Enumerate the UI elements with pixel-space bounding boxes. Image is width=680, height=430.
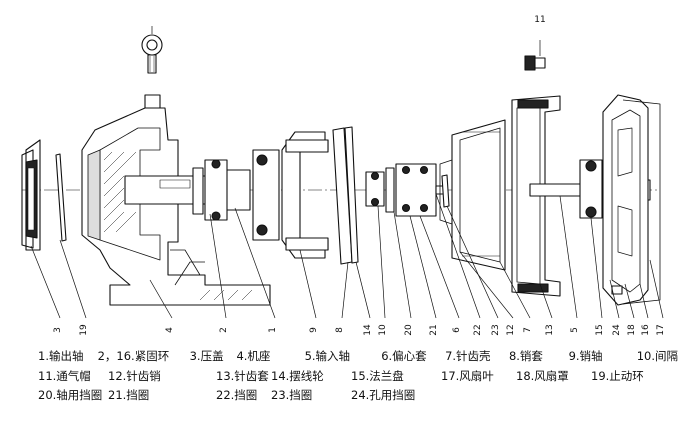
legend-item: 20.轴用挡圈 [38, 388, 103, 402]
legend-item: 22.挡圈 [216, 388, 258, 402]
callout-number: 14 [363, 324, 373, 336]
callout-number: 19 [79, 324, 89, 336]
legend-item: 3.压盖 [189, 349, 224, 363]
parts-legend: 1.输出轴 2，16.紧固环 3.压盖 4.机座 5.输入轴 6.偏心套 7.针… [38, 347, 678, 406]
callout-number: 1 [268, 327, 278, 333]
callout-number: 20 [404, 324, 414, 336]
legend-item: 6.偏心套 [381, 349, 427, 363]
callout-number: 11 [534, 15, 545, 25]
part-gland-cover [21, 139, 41, 251]
leader-lines [30, 193, 664, 319]
callout-number: 23 [491, 324, 501, 335]
callout-number: 24 [612, 324, 622, 336]
callout-number: 10 [378, 324, 388, 336]
part-fan-cover [602, 94, 661, 306]
legend-row-3: 20.轴用挡圈 21.挡圈 22.挡圈 23.挡圈 24.孔用挡圈 [38, 386, 678, 406]
legend-item: 4.机座 [236, 349, 271, 363]
callout-number: 12 [506, 324, 516, 335]
part-pin-sleeve-plate [332, 126, 359, 265]
legend-item: 13.针齿套 [216, 368, 269, 383]
legend-item: 9.销轴 [568, 349, 603, 363]
callout-number: 2 [219, 327, 229, 333]
legend-row-2: 11.通气帽 12.针齿销 13.针齿套 14.摆线轮 15.法兰盘 17.风扇… [38, 367, 678, 387]
legend-item: 23.挡圈 [271, 388, 313, 402]
callout-number: 16 [641, 324, 651, 336]
callout-number: 5 [570, 327, 580, 333]
callout-number: 15 [595, 324, 605, 335]
callout-number: 21 [429, 324, 439, 335]
legend-item: 14.摆线轮 [271, 368, 324, 383]
part-output-shaft [124, 169, 251, 211]
callout-number: 13 [545, 324, 555, 335]
legend-item: 15.法兰盘 [351, 368, 404, 383]
legend-item: 1.输出轴 [38, 349, 84, 363]
part-breather-cap [524, 40, 546, 71]
part-pin-shaft [285, 139, 329, 251]
callout-number: 6 [452, 327, 462, 333]
legend-item: 11.通气帽 [38, 368, 91, 383]
legend-item: 24.孔用挡圈 [351, 388, 416, 402]
part-machine-base [81, 26, 271, 306]
legend-item: 21.挡圈 [108, 388, 150, 402]
legend-item: 19.止动环 [591, 368, 644, 383]
callout-number: 18 [627, 324, 637, 336]
legend-item: 8.销套 [508, 349, 543, 363]
part-fastening-ring [192, 159, 228, 221]
legend-item: 12.针齿销 [108, 368, 161, 383]
legend-item: 5.输入轴 [304, 349, 351, 363]
callout-number: 8 [335, 327, 345, 333]
callout-number: 3 [53, 327, 63, 333]
legend-row-1: 1.输出轴 2，16.紧固环 3.压盖 4.机座 5.输入轴 6.偏心套 7.针… [38, 347, 678, 367]
callout-number: 9 [309, 327, 319, 333]
legend-item: 7.针齿壳 [445, 349, 491, 363]
part-eccentric-sleeve [365, 163, 450, 217]
callout-number: 22 [473, 324, 483, 335]
callout-number: 4 [165, 327, 175, 333]
legend-item: 17.风扇叶 [441, 368, 494, 383]
legend-item: 2，16.紧固环 [97, 349, 170, 363]
callout-number: 17 [656, 324, 666, 335]
part-pin-gear-housing [439, 119, 506, 271]
part-snap-ring [55, 153, 67, 242]
callout-number: 7 [523, 327, 533, 333]
legend-item: 10.间隔 [636, 349, 678, 363]
legend-item: 18.风扇罩 [516, 368, 569, 383]
